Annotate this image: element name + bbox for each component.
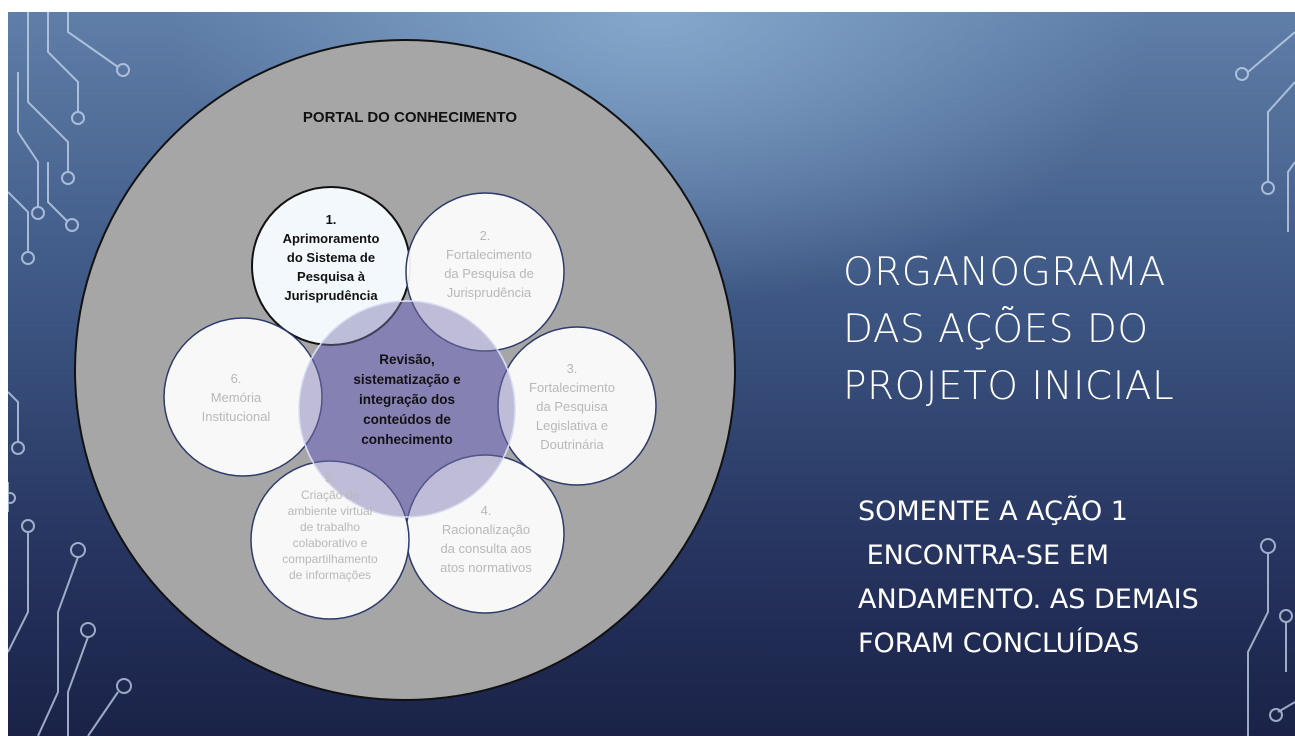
action-1-line-5: Jurisprudência: [284, 288, 378, 303]
note-line-2: ENCONTRA-SE EM: [858, 540, 1110, 571]
action-5-line-7: de informações: [289, 568, 371, 582]
action-1-line-3: do Sistema de: [287, 250, 375, 265]
action-2-line-2: Fortalecimento: [446, 247, 532, 262]
action-3-line-3: da Pesquisa: [536, 399, 608, 414]
center-line-5: conhecimento: [361, 432, 453, 447]
center-line-3: integração dos: [359, 392, 455, 407]
action-3-line-1: 3.: [567, 361, 578, 376]
action-4-line-1: 4.: [481, 503, 492, 518]
action-4-line-2: Racionalização: [442, 522, 530, 537]
status-note: SOMENTE A AÇÃO 1 ENCONTRA-SE EM ANDAMENT…: [858, 490, 1278, 666]
action-5-line-2: Criação de: [301, 488, 359, 502]
title-line-3: PROJETO INICIAL: [843, 364, 1175, 409]
note-line-1: SOMENTE A AÇÃO 1: [858, 496, 1128, 527]
action-2-line-4: Jurisprudência: [447, 285, 532, 300]
action-6-line-2: Memória: [211, 390, 262, 405]
action-2-line-1: 2.: [480, 228, 491, 243]
action-5-line-4: de trabalho: [300, 520, 360, 534]
center-line-4: conteúdos de: [363, 412, 451, 427]
action-2-line-3: da Pesquisa de: [444, 266, 534, 281]
slide: PORTAL DO CONHECIMENTO Revisão, sistemat…: [8, 12, 1295, 736]
action-5-line-6: compartilhamento: [282, 552, 378, 566]
action-1-line-2: Aprimoramento: [283, 231, 380, 246]
center-line-2: sistematização e: [353, 372, 461, 387]
note-line-4: FORAM CONCLUÍDAS: [858, 628, 1140, 659]
action-circle-5: [250, 460, 410, 620]
action-6-line-3: Institucional: [202, 409, 271, 424]
action-3-line-2: Fortalecimento: [529, 380, 615, 395]
action-5-line-1: 5.: [325, 471, 335, 485]
action-circle-3: [497, 326, 657, 486]
action-3-line-5: Doutrinária: [540, 437, 604, 452]
action-4-line-4: atos normativos: [440, 560, 532, 575]
action-4-line-3: da consulta aos: [440, 541, 532, 556]
circuit-decoration: [8, 12, 1295, 736]
action-3-line-4: Legislativa e: [536, 418, 608, 433]
center-overlay: [298, 300, 516, 518]
action-1-line-4: Pesquisa à: [297, 269, 366, 284]
action-5-line-5: colaborativo e: [293, 536, 368, 550]
action-6-line-1: 6.: [231, 371, 242, 386]
action-circle-6: [163, 317, 323, 477]
action-5-line-3: ambiente virtual: [288, 504, 373, 518]
note-line-3: ANDAMENTO. AS DEMAIS: [858, 584, 1199, 615]
title-line-1: ORGANOGRAMA: [843, 250, 1166, 295]
action-1-line-1: 1.: [326, 212, 337, 227]
action-circle-2: [405, 192, 565, 352]
portal-diagram: PORTAL DO CONHECIMENTO Revisão, sistemat…: [74, 39, 736, 701]
portal-label: PORTAL DO CONHECIMENTO: [303, 109, 518, 126]
center-line-1: Revisão,: [379, 352, 435, 367]
slide-title: ORGANOGRAMA DAS AÇÕES DO PROJETO INICIAL: [843, 244, 1263, 415]
title-line-2: DAS AÇÕES DO: [843, 307, 1149, 352]
